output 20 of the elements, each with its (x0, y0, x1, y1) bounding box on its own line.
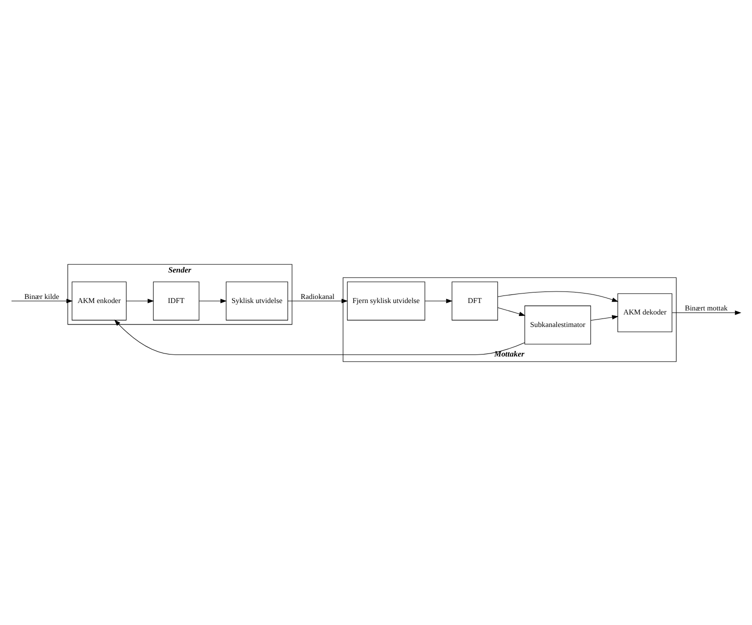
edge-label: Radiokanal (300, 292, 334, 301)
arrow (114, 319, 525, 354)
arrow (498, 290, 618, 302)
edge-label: Binært mottak (684, 303, 728, 312)
node-box: Subkanalestimator (524, 305, 591, 344)
arrow (11, 298, 73, 303)
node-box: AKM dekoder (618, 292, 672, 332)
arrow (424, 298, 453, 303)
arrow (198, 298, 227, 303)
node-box: IDFT (153, 281, 200, 320)
arrow (126, 298, 154, 303)
node-box: Syklisk utvidelse (226, 281, 288, 320)
arrow (497, 306, 526, 316)
arrow (590, 314, 618, 320)
arrow (288, 298, 348, 303)
node-box: AKM enkoder (72, 281, 126, 320)
arrow (672, 310, 742, 314)
node-box: Fjern syklisk utvidelse (347, 281, 426, 320)
node-box: DFT (452, 281, 498, 320)
edge-label: Binær kilde (24, 292, 60, 301)
